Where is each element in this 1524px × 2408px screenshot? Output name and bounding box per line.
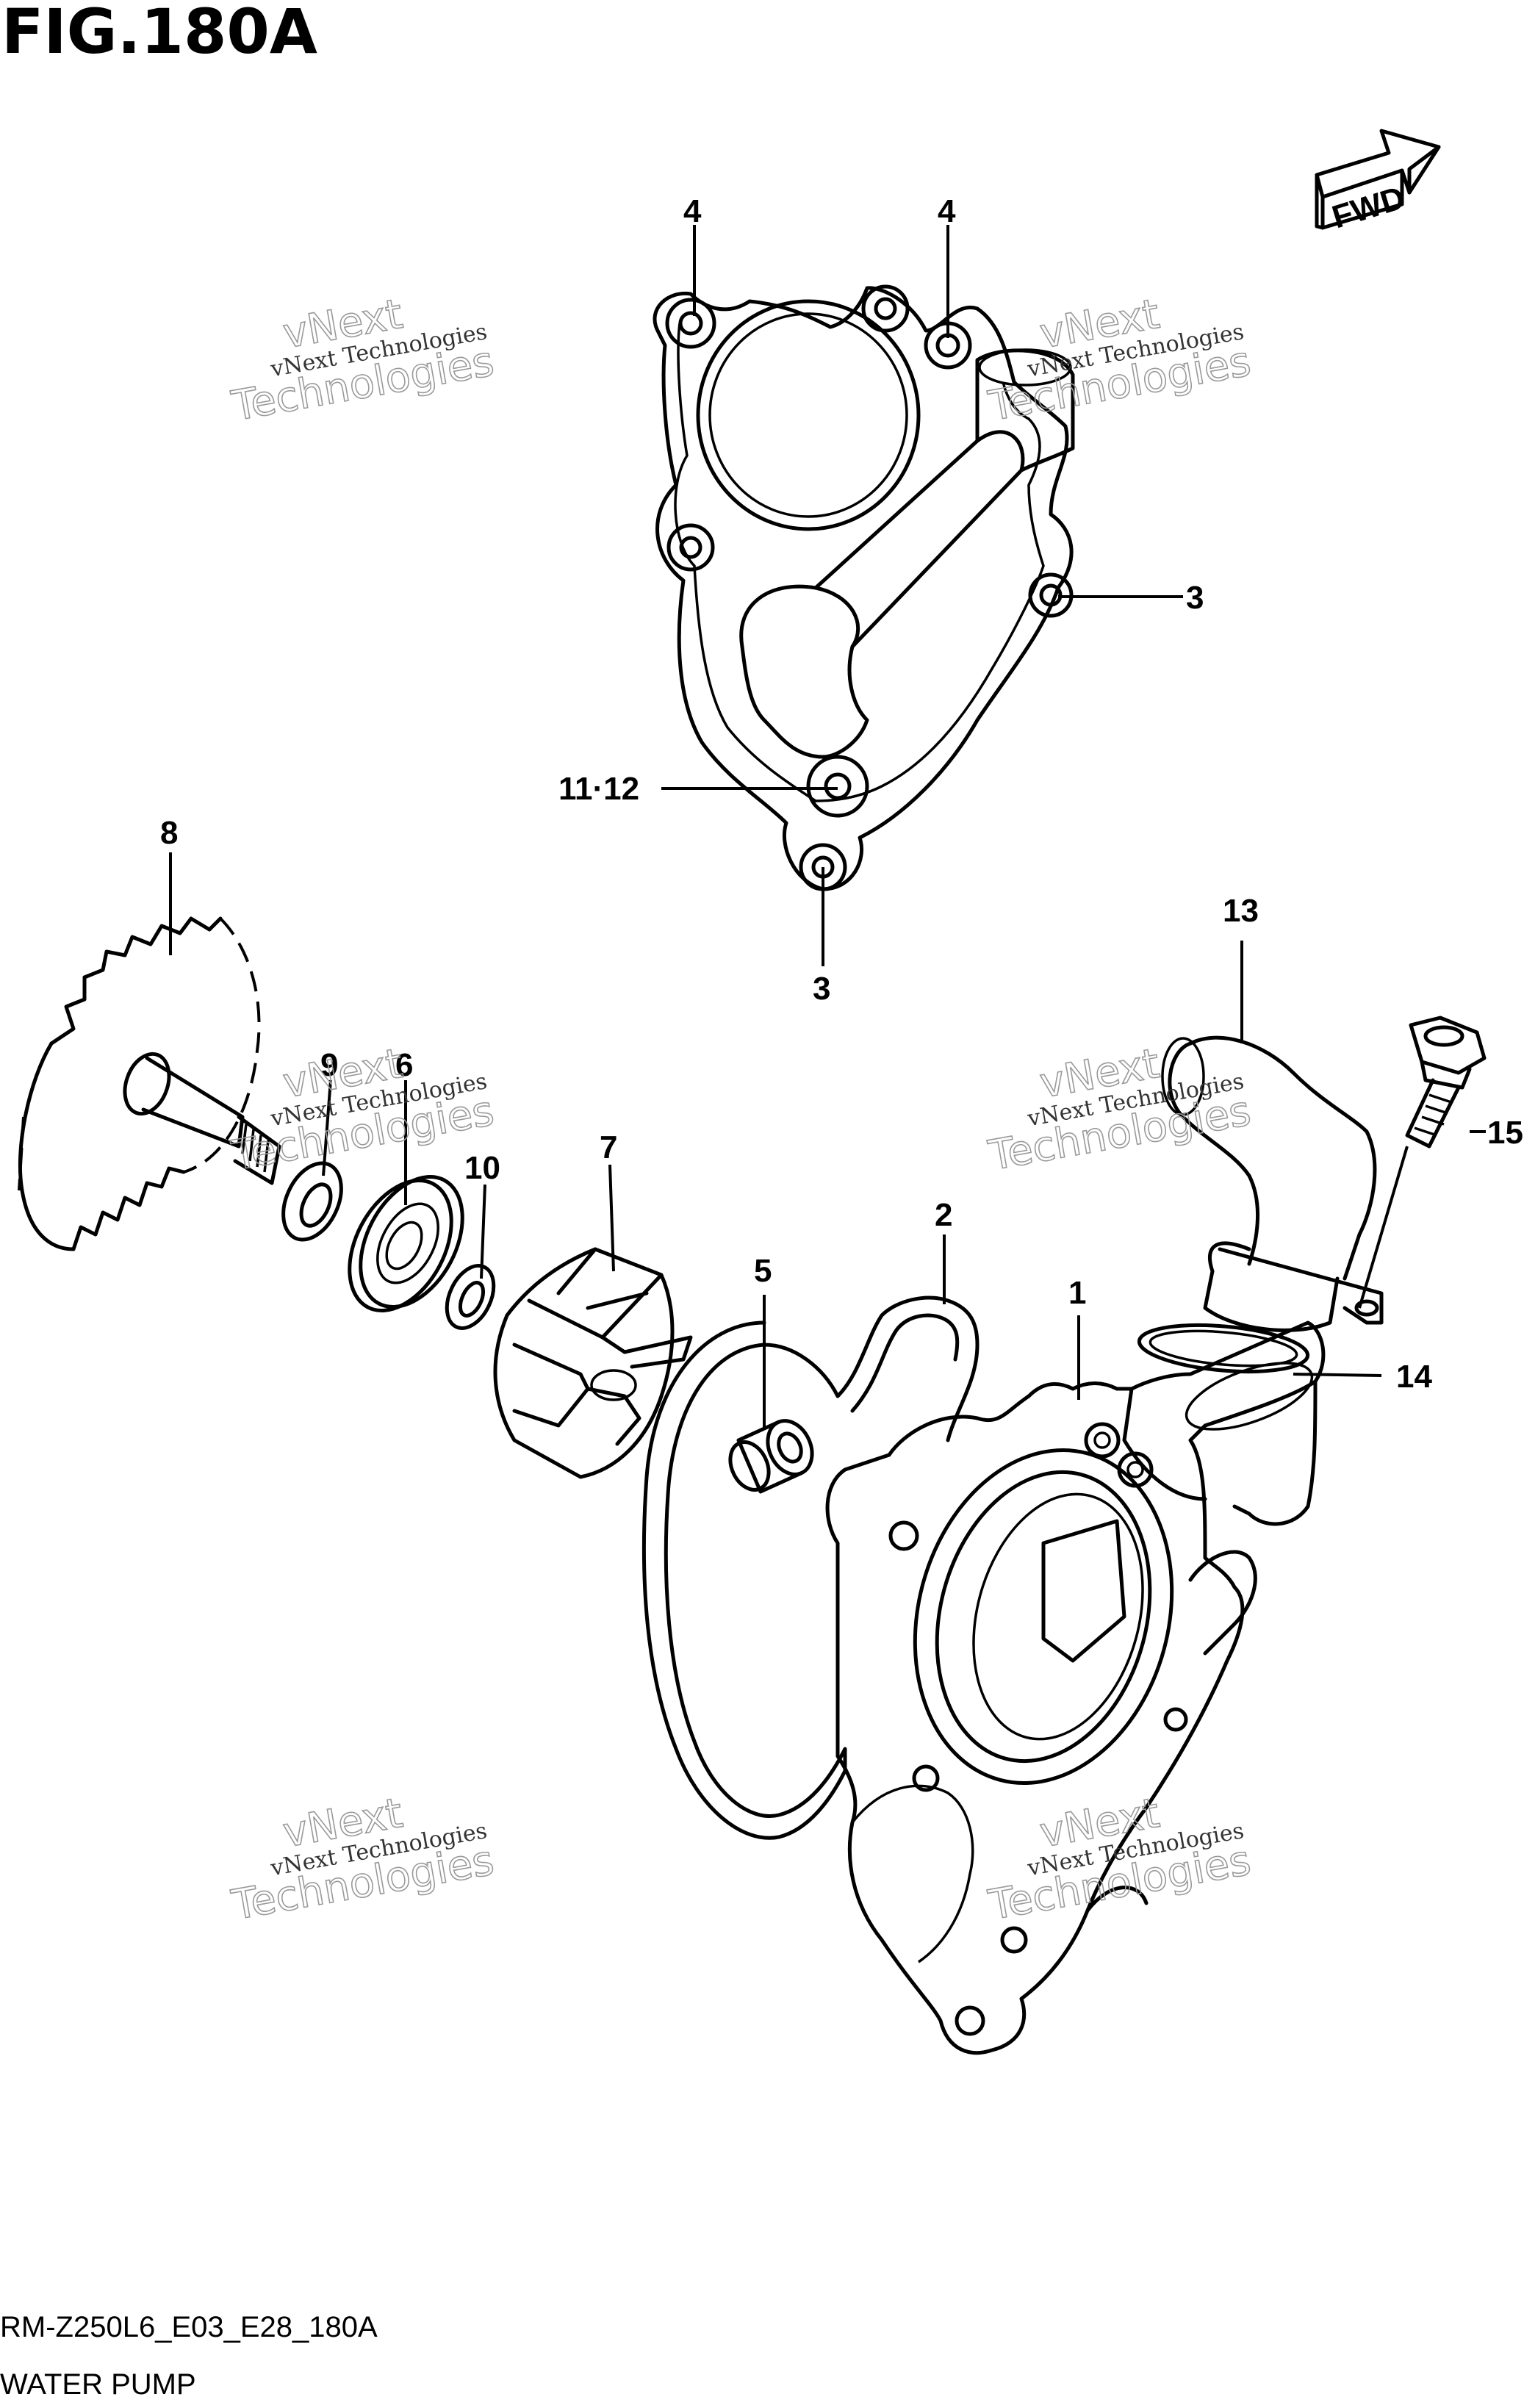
bolt-part — [1405, 1016, 1487, 1149]
watermark-mid-left: vNext Technologies vNext Technologies — [228, 1039, 498, 1181]
pump-cover-part — [653, 284, 1075, 891]
callout-2: 2 — [935, 1197, 952, 1233]
callout-8: 8 — [160, 815, 178, 851]
o-ring-part — [1137, 1323, 1310, 1374]
small-washer-part — [445, 1264, 496, 1330]
callout-13: 13 — [1223, 893, 1259, 929]
figure-code: RM-Z250L6_E03_E28_180A — [0, 2311, 378, 2343]
washer-part — [281, 1161, 343, 1242]
watermark-top-right: vNext Technologies vNext Technologies — [985, 290, 1255, 431]
callout-1: 1 — [1068, 1275, 1086, 1311]
callout-14: 14 — [1396, 1359, 1432, 1395]
callout-6: 6 — [395, 1047, 413, 1083]
callout-3-lower: 3 — [813, 971, 830, 1007]
callout-4-right: 4 — [938, 193, 956, 229]
watermark-top-left: vNext Technologies vNext Technologies — [228, 290, 498, 431]
leader-lines — [169, 225, 1486, 1429]
callout-10: 10 — [464, 1150, 500, 1186]
figure-name: WATER PUMP — [0, 2368, 196, 2401]
callout-11-12: 11·12 — [558, 771, 639, 807]
watermark-bottom-right: vNext Technologies vNext Technologies — [985, 1789, 1255, 1930]
dowel-pin-part — [728, 1419, 814, 1494]
watermark-mid-right: vNext Technologies vNext Technologies — [985, 1039, 1255, 1181]
callout-3-upper: 3 — [1186, 580, 1204, 616]
pump-case-part — [825, 1320, 1326, 2055]
watermark-bottom-left: vNext Technologies vNext Technologies — [228, 1789, 498, 1930]
callout-4-left: 4 — [683, 193, 702, 229]
impeller-part — [493, 1247, 693, 1479]
fwd-arrow-icon: FWD — [1315, 129, 1441, 236]
callout-15: 15 — [1487, 1115, 1523, 1151]
impeller-gear-part — [18, 916, 281, 1251]
figure-title: FIG.180A — [1, 0, 317, 68]
callout-5: 5 — [754, 1253, 772, 1289]
oil-seal-part — [348, 1175, 464, 1312]
callout-9: 9 — [320, 1047, 338, 1083]
o-ring-gasket-part — [641, 1295, 980, 1840]
callout-7: 7 — [600, 1129, 617, 1165]
